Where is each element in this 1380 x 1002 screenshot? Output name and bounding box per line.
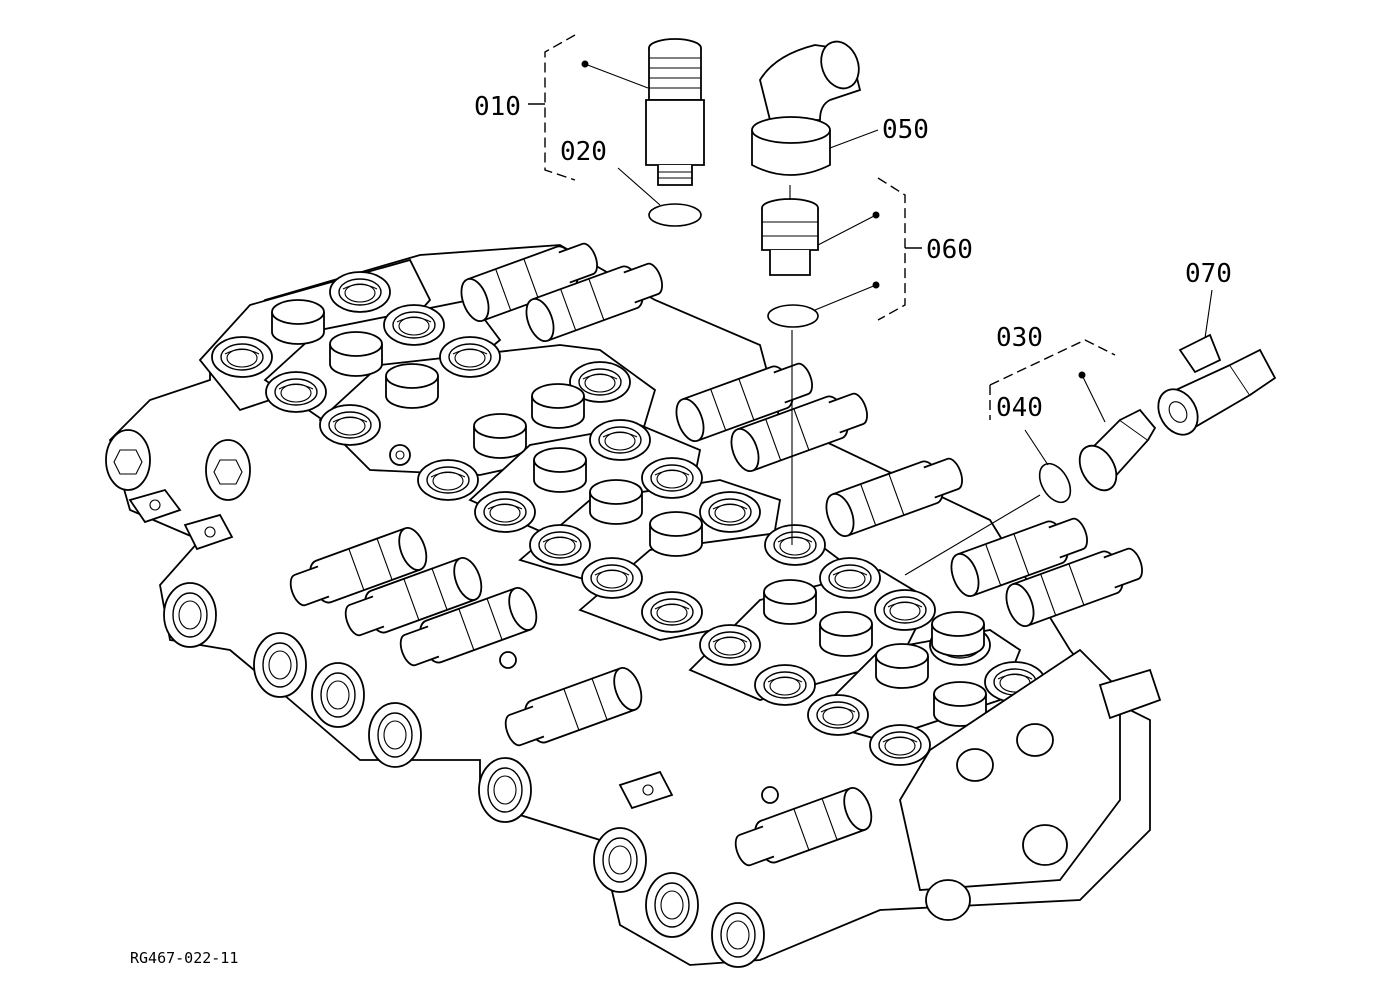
part-060-fitting — [761, 198, 819, 276]
drawing-code: RG467-022-11 — [130, 949, 238, 967]
part-050-elbow — [751, 40, 862, 176]
callout-060: 060 — [926, 235, 973, 265]
part-060-o-ring — [767, 304, 819, 328]
callout-020: 020 — [560, 137, 607, 167]
callout-040: 040 — [996, 393, 1043, 423]
part-040-o-ring — [1038, 462, 1072, 504]
callout-050: 050 — [882, 115, 929, 145]
callout-070: 070 — [1185, 259, 1232, 289]
part-030-fitting — [1078, 408, 1157, 492]
part-010-adaptor — [645, 38, 705, 186]
control-valve-assembly — [105, 234, 1162, 968]
callout-010: 010 — [474, 92, 521, 122]
part-070-tee — [1157, 333, 1277, 436]
callout-030: 030 — [996, 323, 1043, 353]
part-020-o-ring — [648, 203, 702, 227]
leader-lines — [528, 34, 1213, 576]
